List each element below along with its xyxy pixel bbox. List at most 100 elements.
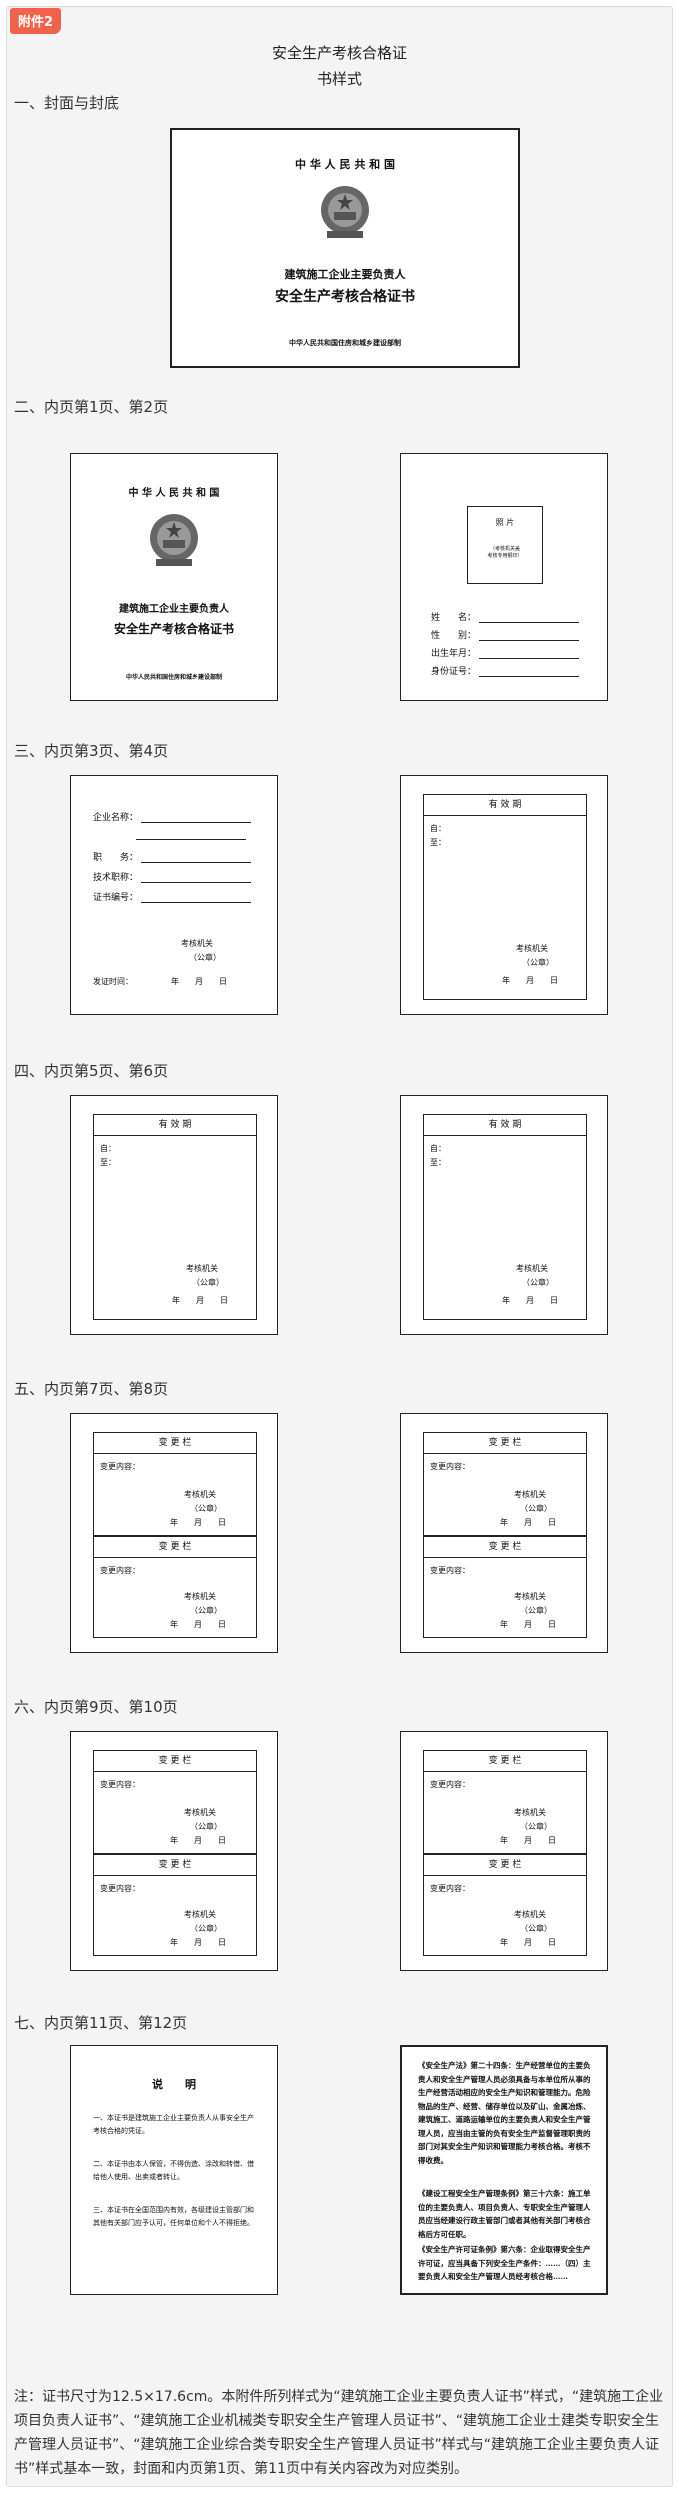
page11-title: 说 明 [152,2078,196,2091]
change-date: 年 月 日 [170,1836,226,1845]
change-authority: 考核机关 [184,1910,216,1919]
page5-to: 至： [100,1158,116,1167]
section-heading-cover: 一、封面与封底 [14,94,120,112]
page4-authority: 考核机关 [516,944,548,953]
page5-card: 有 效 期 自： 至： 考核机关 （公章） 年 月 日 [70,1095,278,1335]
page3-field-title: 技术职称： [93,870,252,883]
change-authority: 考核机关 [514,1808,546,1817]
page4-to: 至： [430,838,446,847]
page4-seal: （公章） [522,958,554,967]
change-authority: 考核机关 [514,1490,546,1499]
section-heading-pages-3-4: 三、内页第3页、第4页 [14,742,169,760]
page2-field-id: 身份证号： [431,664,580,677]
change-seal: （公章） [520,1606,552,1615]
change-head: 变 更 栏 [424,1537,586,1558]
change-date: 年 月 日 [170,1620,226,1629]
section-heading-pages-5-6: 四、内页第5页、第6页 [14,1062,169,1080]
photo-note: （考核机关盖 考核专用钢印） [487,546,523,559]
change-content: 变更内容： [430,1462,470,1471]
section-heading-pages-11-12: 七、内页第11页、第12页 [14,2014,188,2032]
change-date: 年 月 日 [170,1938,226,1947]
change-content: 变更内容： [100,1566,140,1575]
page1-country: 中 华 人 民 共 和 国 [128,488,220,499]
page1-card: 中 华 人 民 共 和 国 建筑施工企业主要负责人 安全生产考核合格证书 中华人… [70,453,278,701]
photo-label: 照 片 [495,518,515,527]
change-seal: （公章） [190,1504,222,1513]
page1-subject: 建筑施工企业主要负责人 [119,604,229,615]
page6-from: 自： [430,1144,446,1153]
change-head: 变 更 栏 [94,1751,256,1772]
change-head: 变 更 栏 [424,1855,586,1876]
page8-card: 变 更 栏 变更内容： 考核机关 （公章） 年 月 日 变 更 栏 变更内容： … [400,1413,608,1653]
page9-change-box-top: 变 更 栏 变更内容： 考核机关 （公章） 年 月 日 [93,1750,257,1854]
page10-change-box-top: 变 更 栏 变更内容： 考核机关 （公章） 年 月 日 [423,1750,587,1854]
change-content: 变更内容： [430,1780,470,1789]
page3-authority: 考核机关 [181,939,213,948]
page7-change-box-bottom: 变 更 栏 变更内容： 考核机关 （公章） 年 月 日 [93,1536,257,1638]
change-authority: 考核机关 [184,1808,216,1817]
page7-card: 变 更 栏 变更内容： 考核机关 （公章） 年 月 日 变 更 栏 变更内容： … [70,1413,278,1653]
page1-issuer: 中华人民共和国住房和城乡建设部制 [125,674,222,681]
page12-card: 《安全生产法》第二十四条：生产经营单位的主要负责人和安全生产管理人员必须具备与本… [400,2045,608,2295]
change-date: 年 月 日 [500,1938,556,1947]
page2-field-name: 姓 名： [431,610,580,623]
change-head: 变 更 栏 [424,1433,586,1454]
page-title-line1: 安全生产考核合格证 [271,44,407,62]
page3-issue-label: 发证时间： [93,977,133,986]
change-authority: 考核机关 [514,1910,546,1919]
change-seal: （公章） [520,1822,552,1831]
page6-seal: （公章） [522,1278,554,1287]
page12-paragraph-1: 《安全生产法》第二十四条：生产经营单位的主要负责人和安全生产管理人员必须具备与本… [418,2061,591,2165]
page1-cert-name: 安全生产考核合格证书 [113,622,234,636]
page4-card: 有 效 期 自： 至： 考核机关 （公章） 年 月 日 [400,775,608,1015]
page6-to: 至： [430,1158,446,1167]
photo-box: 照 片 （考核机关盖 考核专用钢印） [467,506,543,584]
national-emblem-icon [321,186,369,238]
change-seal: （公章） [190,1924,222,1933]
change-head: 变 更 栏 [94,1855,256,1876]
page8-change-box-top: 变 更 栏 变更内容： 考核机关 （公章） 年 月 日 [423,1432,587,1536]
section-heading-pages-1-2: 二、内页第1页、第2页 [14,398,169,416]
change-authority: 考核机关 [184,1592,216,1601]
page5-date: 年 月 日 [172,1296,228,1305]
page9-card: 变 更 栏 变更内容： 考核机关 （公章） 年 月 日 变 更 栏 变更内容： … [70,1731,278,1971]
page9-change-box-bottom: 变 更 栏 变更内容： 考核机关 （公章） 年 月 日 [93,1854,257,1956]
section-heading-pages-9-10: 六、内页第9页、第10页 [14,1698,178,1716]
change-head: 变 更 栏 [94,1537,256,1558]
page11-item-1: 一、本证书是建筑施工企业主要负责人从事安全生产考核合格的凭证。 [93,2114,254,2135]
page10-card: 变 更 栏 变更内容： 考核机关 （公章） 年 月 日 变 更 栏 变更内容： … [400,1731,608,1971]
change-content: 变更内容： [100,1780,140,1789]
change-date: 年 月 日 [500,1620,556,1629]
page6-authority: 考核机关 [516,1264,548,1273]
page5-authority: 考核机关 [186,1264,218,1273]
page4-validity-box: 有 效 期 自： 至： 考核机关 （公章） 年 月 日 [423,794,587,1000]
page11-item-3: 三、本证书在全国范围内有效，各级建设主管部门和其他有关部门应予认可，任何单位和个… [93,2206,254,2227]
page6-validity-box: 有 效 期 自： 至： 考核机关 （公章） 年 月 日 [423,1114,587,1320]
page11-card: 说 明 一、本证书是建筑施工企业主要负责人从事安全生产考核合格的凭证。 二、本证… [70,2045,278,2295]
change-seal: （公章） [190,1822,222,1831]
page3-seal: （公章） [189,953,221,962]
page5-validity-head: 有 效 期 [94,1115,256,1136]
change-content: 变更内容： [430,1884,470,1893]
page2-field-gender: 性 别： [431,628,580,641]
change-date: 年 月 日 [170,1518,226,1527]
page3-field-cert-no: 证书编号： [93,890,252,903]
cover-cert-name: 安全生产考核合格证书 [275,289,415,305]
page12-paragraph-2: 《建设工程安全生产管理条例》第三十六条：施工单位的主要负责人、项目负责人、专职安… [418,2189,591,2239]
page2-card: 照 片 （考核机关盖 考核专用钢印） 姓 名： 性 别： 出生年月： 身份证号： [400,453,608,701]
page3-field-company: 企业名称： [93,810,252,823]
page8-change-box-bottom: 变 更 栏 变更内容： 考核机关 （公章） 年 月 日 [423,1536,587,1638]
footnote: 注：证书尺寸为12.5×17.6cm。本附件所列样式为“建筑施工企业主要负责人证… [14,2389,664,2477]
attachment-badge: 附件2 [10,8,62,34]
change-head: 变 更 栏 [94,1433,256,1454]
page11-item-2: 二、本证书由本人保管，不得伪造、涂改和转借、借给他人使用、出卖或者转让。 [93,2160,254,2181]
page5-from: 自： [100,1144,116,1153]
change-seal: （公章） [190,1606,222,1615]
page6-date: 年 月 日 [502,1296,558,1305]
national-emblem-icon [150,514,198,566]
change-authority: 考核机关 [184,1490,216,1499]
cover-issuer: 中华人民共和国住房和城乡建设部制 [289,338,401,347]
change-authority: 考核机关 [514,1592,546,1601]
cover-subject: 建筑施工企业主要负责人 [284,268,406,281]
change-date: 年 月 日 [500,1518,556,1527]
